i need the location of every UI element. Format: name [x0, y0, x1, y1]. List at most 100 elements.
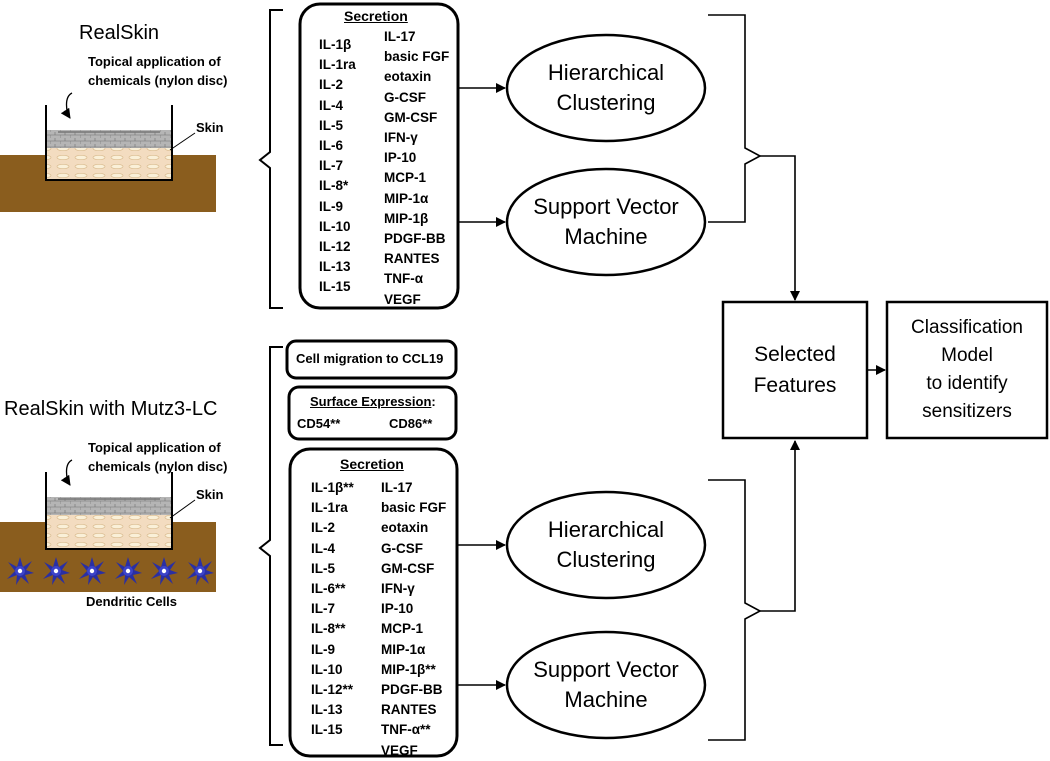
- cytokine-item: IL-8**: [311, 621, 346, 637]
- cytokine-item: IL-17: [381, 480, 413, 495]
- model-line-2: Model: [941, 345, 993, 366]
- cytokine-item: IP-10: [384, 150, 417, 166]
- cytokine-item: IL-2: [319, 77, 344, 93]
- surface-title: Surface Expression:: [310, 394, 436, 409]
- model-line-1: Classification: [911, 317, 1023, 338]
- cytokine-item: IL-1ra: [311, 500, 348, 516]
- cytokine-item: G-CSF: [381, 540, 423, 556]
- ellipse-svm-bottom: [505, 630, 707, 740]
- skin-pointer-bottom: [169, 499, 196, 519]
- selected-features-box: [721, 300, 869, 440]
- cd86-label: CD86**: [389, 416, 433, 431]
- hc-top-line-2: Clustering: [556, 90, 656, 115]
- cytokine-item: eotaxin: [384, 69, 432, 85]
- surface-box: [287, 385, 458, 441]
- topical-label-bottom: Topical application of chemicals (nylon …: [88, 438, 227, 476]
- hc-bottom-text: Hierarchical Clustering: [507, 515, 705, 575]
- cytokine-item: IL-6**: [311, 581, 346, 597]
- surface-title-colon: :: [431, 394, 436, 409]
- arrow-top-to-selected: [760, 155, 800, 301]
- cytokine-item: IL-7: [311, 601, 336, 617]
- secretion-box-top: [298, 2, 460, 310]
- svm-bottom-line-2: Machine: [564, 687, 648, 712]
- cytokine-item: PDGF-BB: [381, 682, 443, 698]
- secretion-box-bottom: [288, 447, 459, 758]
- cytokine-item: basic FGF: [384, 49, 450, 65]
- model-line-3: to identify: [926, 373, 1008, 394]
- realskin-mutz3-illustration: [0, 472, 216, 592]
- skin-pointer-top: [169, 132, 196, 151]
- cytokine-item: TNF-α**: [381, 722, 431, 738]
- cd54-label: CD54**: [297, 416, 341, 431]
- migration-text: Cell migration to CCL19: [296, 351, 444, 366]
- svm-bottom-text: Support Vector Machine: [507, 655, 705, 715]
- cytokine-item: IL-9: [311, 641, 336, 657]
- cytokine-item: IL-10: [311, 661, 343, 677]
- topical-arrow-bottom: [60, 459, 73, 486]
- ellipse-hc-top: [505, 33, 707, 143]
- brace-methods-top: [708, 14, 762, 223]
- cytokine-item: IL-1β**: [311, 480, 354, 495]
- cytokine-item: basic FGF: [381, 500, 447, 516]
- cytokine-item: IL-9: [319, 198, 344, 214]
- cytokine-item: IFN-γ: [381, 581, 415, 597]
- topical-line-1: Topical application of: [88, 440, 221, 455]
- topical-label-top: Topical application of chemicals (nylon …: [88, 52, 227, 90]
- svm-top-line-1: Support Vector: [533, 194, 679, 219]
- cytokine-item: IL-4: [319, 97, 344, 113]
- cytokine-item: GM-CSF: [384, 109, 438, 125]
- cytokine-item: IL-10: [319, 218, 351, 234]
- surface-title-text: Surface Expression: [310, 394, 432, 409]
- hc-top-text: Hierarchical Clustering: [507, 58, 705, 118]
- secretion-title-top: Secretion: [344, 8, 408, 24]
- cytokine-item: RANTES: [381, 702, 437, 718]
- secretion-title-bottom: Secretion: [340, 456, 404, 472]
- cytokine-item: GM-CSF: [381, 560, 435, 576]
- realskin-illustration: [0, 105, 216, 212]
- dendritic-cells-label: Dendritic Cells: [86, 594, 178, 609]
- migration-box: [285, 339, 458, 380]
- cytokine-item: VEGF: [384, 291, 421, 307]
- brace-methods-bottom: [708, 479, 762, 741]
- cytokine-item: IL-7: [319, 158, 344, 174]
- realskin-title: RealSkin: [79, 22, 160, 44]
- arrow-bottom-to-selected: [760, 440, 800, 612]
- cytokine-item: PDGF-BB: [384, 231, 446, 247]
- cytokine-item: IL-15: [311, 722, 343, 738]
- ellipse-svm-top: [505, 167, 707, 277]
- ellipse-hc-bottom: [505, 490, 707, 600]
- cytokine-item: IL-6: [319, 138, 344, 154]
- brace-top: [258, 9, 283, 309]
- cytokine-item: RANTES: [384, 251, 440, 267]
- cytokine-item: IFN-γ: [384, 130, 418, 146]
- cytokine-item: IL-2: [311, 520, 336, 536]
- svm-top-text: Support Vector Machine: [507, 192, 705, 252]
- topical-arrow-top: [60, 92, 73, 119]
- topical-line-1: Topical application of: [88, 54, 221, 69]
- cytokine-item: IP-10: [381, 601, 414, 617]
- cytokine-item: IL-17: [384, 29, 416, 44]
- svm-bottom-line-1: Support Vector: [533, 657, 679, 682]
- selected-line-1: Selected: [754, 343, 836, 366]
- cytokine-item: MIP-1α: [381, 641, 426, 657]
- realskin-mutz3-title: RealSkin with Mutz3-LC: [4, 398, 218, 420]
- hc-bottom-line-2: Clustering: [556, 547, 656, 572]
- cytokine-item: TNF-α: [384, 271, 424, 287]
- classification-model-box: [885, 300, 1049, 440]
- cytokine-item: MCP-1: [384, 170, 427, 186]
- cytokine-item: IL-15: [319, 279, 351, 295]
- topical-line-2: chemicals (nylon disc): [88, 73, 228, 88]
- brace-bottom: [258, 346, 283, 746]
- skin-label-bottom: Skin: [196, 487, 224, 502]
- cytokine-item: IL-4: [311, 540, 336, 556]
- cytokine-item: MIP-1β**: [381, 661, 436, 677]
- hc-bottom-line-1: Hierarchical: [547, 517, 665, 542]
- cytokine-item: VEGF: [381, 742, 418, 758]
- selected-line-2: Features: [753, 374, 837, 397]
- cytokine-item: IL-8*: [319, 178, 349, 194]
